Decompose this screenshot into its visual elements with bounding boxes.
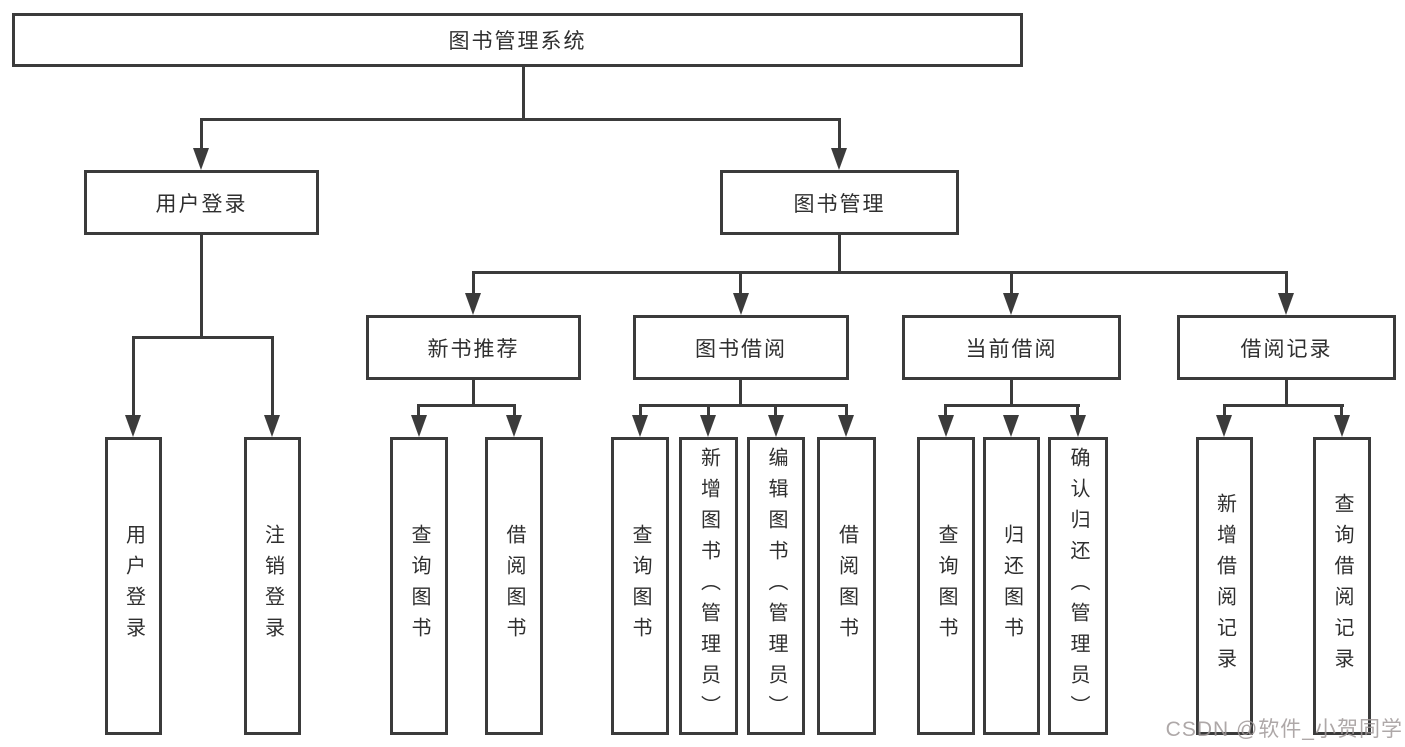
node-label: 图书管理系统: [448, 30, 587, 53]
connector-line: [1010, 271, 1013, 295]
connector-line: [1340, 404, 1343, 417]
connector-line: [200, 235, 203, 338]
node-book-management: 图书管理: [720, 170, 959, 235]
leaf-user-login: 用户登录: [105, 437, 162, 735]
arrow-down-icon: [1003, 293, 1019, 315]
connector-line: [845, 404, 848, 417]
connector-line: [271, 336, 274, 416]
connector-line: [1223, 404, 1344, 407]
node-label: 新增图书（管理员）: [697, 446, 720, 726]
arrow-down-icon: [1003, 415, 1019, 437]
arrow-down-icon: [264, 415, 280, 437]
arrow-down-icon: [125, 415, 141, 437]
leaf-query-book-2: 查询图书: [611, 437, 669, 735]
node-label: 借阅记录: [1240, 337, 1333, 361]
arrow-down-icon: [193, 148, 209, 170]
leaf-query-book-3: 查询图书: [917, 437, 975, 735]
leaf-query-borrow-record: 查询借阅记录: [1313, 437, 1371, 735]
connector-line: [1285, 380, 1288, 407]
leaf-add-book-admin: 新增图书（管理员）: [679, 437, 738, 735]
arrow-down-icon: [1216, 415, 1232, 437]
connector-line: [1285, 271, 1288, 295]
connector-line: [944, 404, 947, 417]
connector-line: [472, 271, 475, 295]
arrow-down-icon: [465, 293, 481, 315]
connector-line: [522, 67, 525, 121]
node-label: 新书推荐: [427, 337, 520, 361]
arrow-down-icon: [1334, 415, 1350, 437]
connector-line: [838, 235, 841, 274]
connector-line: [838, 118, 841, 150]
connector-line: [1076, 404, 1079, 417]
node-label: 查询图书: [935, 524, 957, 648]
node-user-login: 用户登录: [84, 170, 319, 235]
connector-line: [739, 380, 742, 407]
node-label: 确认归还（管理员）: [1067, 446, 1089, 726]
arrow-down-icon: [831, 148, 847, 170]
connector-line: [132, 336, 135, 416]
connector-line: [739, 271, 742, 295]
watermark: CSDN @软件_小贺同学: [1165, 718, 1403, 741]
connector-line: [132, 336, 274, 339]
node-system-root: 图书管理系统: [12, 13, 1023, 67]
arrow-down-icon: [768, 415, 784, 437]
node-label: 编辑图书（管理员）: [765, 446, 787, 726]
node-borrow-records: 借阅记录: [1177, 315, 1396, 380]
node-label: 用户登录: [122, 524, 145, 648]
node-label: 借阅图书: [503, 524, 525, 648]
node-label: 借阅图书: [835, 524, 858, 648]
node-current-borrowing: 当前借阅: [902, 315, 1121, 380]
leaf-return-book: 归还图书: [983, 437, 1040, 735]
connector-line: [417, 404, 516, 407]
arrow-down-icon: [411, 415, 427, 437]
arrow-down-icon: [632, 415, 648, 437]
connector-line: [200, 118, 841, 121]
node-label: 当前借阅: [965, 337, 1058, 361]
connector-line: [639, 404, 642, 417]
leaf-borrow-book-2: 借阅图书: [817, 437, 876, 735]
node-label: 查询图书: [408, 524, 430, 648]
node-book-borrowing: 图书借阅: [633, 315, 849, 380]
connector-line: [774, 404, 777, 417]
connector-line: [639, 404, 848, 407]
connector-line: [472, 271, 1288, 274]
node-label: 查询图书: [629, 524, 651, 648]
arrow-down-icon: [938, 415, 954, 437]
leaf-edit-book-admin: 编辑图书（管理员）: [747, 437, 805, 735]
leaf-add-borrow-record: 新增借阅记录: [1196, 437, 1253, 735]
node-label: 新增借阅记录: [1213, 493, 1236, 679]
connector-line: [417, 404, 420, 417]
connector-line: [513, 404, 516, 417]
leaf-query-book-1: 查询图书: [390, 437, 448, 735]
connector-line: [1010, 380, 1013, 407]
node-label: 注销登录: [261, 524, 284, 648]
leaf-confirm-return-admin: 确认归还（管理员）: [1048, 437, 1108, 735]
arrow-down-icon: [700, 415, 716, 437]
node-label: 图书借阅: [695, 337, 787, 361]
node-label: 查询借阅记录: [1331, 493, 1353, 679]
node-label: 用户登录: [155, 192, 248, 216]
arrow-down-icon: [733, 293, 749, 315]
connector-line: [200, 118, 203, 150]
connector-line: [472, 380, 475, 407]
node-label: 图书管理: [793, 192, 886, 216]
connector-line: [944, 404, 1080, 407]
connector-line: [1223, 404, 1226, 417]
leaf-borrow-book-1: 借阅图书: [485, 437, 543, 735]
arrow-down-icon: [1278, 293, 1294, 315]
arrow-down-icon: [506, 415, 522, 437]
arrow-down-icon: [838, 415, 854, 437]
arrow-down-icon: [1070, 415, 1086, 437]
node-label: 归还图书: [1000, 524, 1023, 648]
node-new-book-recommend: 新书推荐: [366, 315, 581, 380]
connector-line: [707, 404, 710, 417]
leaf-logout: 注销登录: [244, 437, 301, 735]
